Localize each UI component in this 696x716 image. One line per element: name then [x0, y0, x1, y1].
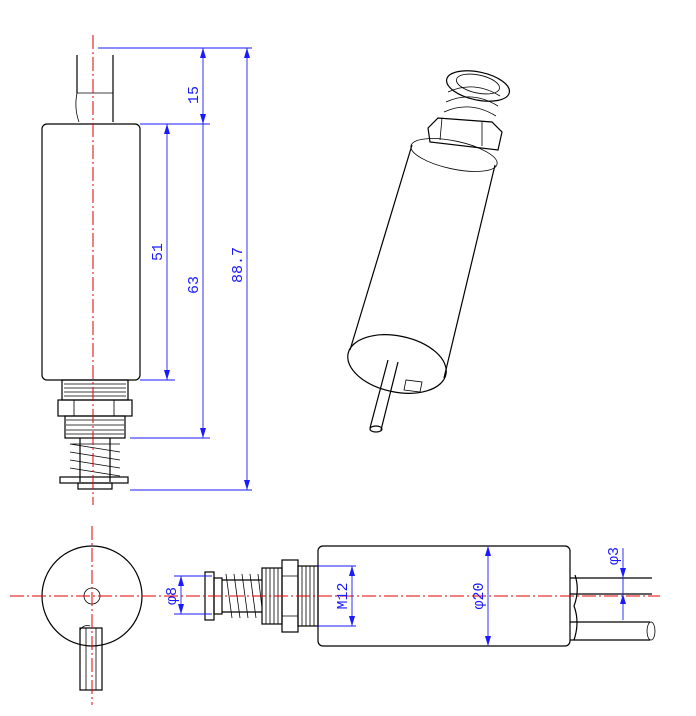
- dim-body-with-thread: 63: [186, 276, 203, 294]
- front-view: [41, 55, 141, 490]
- vertical-dimensions: [98, 47, 252, 491]
- dim-body-length: 51: [150, 243, 167, 261]
- side-view-dimensions: [174, 546, 626, 646]
- dim-plunger-diameter: φ8: [164, 587, 181, 605]
- dim-pin-diameter: φ3: [606, 547, 623, 565]
- dim-body-diameter: φ20: [471, 582, 488, 609]
- dim-lead-length: 15: [186, 86, 203, 104]
- dim-overall-length: 88.7: [230, 247, 247, 283]
- isometric-view: [347, 70, 511, 433]
- dim-thread-size: M12: [335, 582, 352, 609]
